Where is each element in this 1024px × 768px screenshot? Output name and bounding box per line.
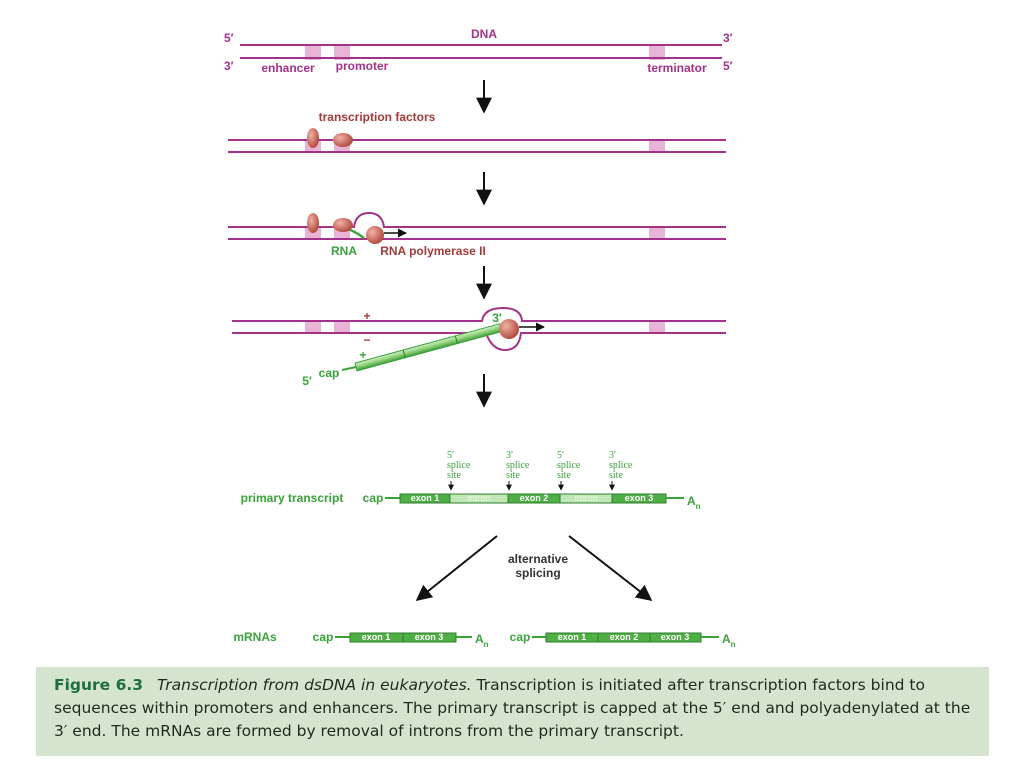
primary-transcript-label: primary transcript bbox=[241, 491, 344, 505]
poly-a-letter: A bbox=[722, 632, 731, 646]
splice-site-2: 3′ splice site bbox=[506, 450, 530, 491]
stage-3-rna-polymerase: RNA RNA polymerase II bbox=[228, 211, 726, 258]
nascent-rna bbox=[347, 227, 365, 240]
enhancer-region bbox=[305, 44, 321, 60]
cap-connector bbox=[341, 366, 357, 371]
five-prime-rna-label: 5′ bbox=[302, 374, 312, 388]
figure-caption: Figure 6.3 Transcription from dsDNA in eu… bbox=[36, 667, 989, 756]
enhancer-region bbox=[305, 320, 321, 334]
transcript-division bbox=[402, 349, 406, 358]
splice-site-4: 3′ splice site bbox=[609, 450, 633, 491]
poly-a-label: An bbox=[722, 632, 736, 649]
alternative-splicing-line-2: splicing bbox=[515, 566, 560, 580]
figure-title: Transcription from dsDNA in eukaryotes. bbox=[157, 676, 472, 694]
three-prime-rna-label: 3′ bbox=[492, 311, 502, 325]
transcription-factor-promoter bbox=[333, 218, 353, 232]
intron-1-label: intron bbox=[468, 493, 491, 503]
cap-label: cap bbox=[363, 491, 384, 505]
terminator-region bbox=[649, 320, 665, 334]
stage-2-transcription-factors: transcription factors bbox=[228, 110, 726, 153]
exon-2-label: exon 2 bbox=[520, 493, 549, 503]
exon-1-label: exon 1 bbox=[411, 493, 440, 503]
transcription-factor-promoter bbox=[333, 133, 353, 147]
poly-a-letter: A bbox=[475, 632, 484, 646]
transcription-factors-label: transcription factors bbox=[319, 110, 436, 124]
poly-a-label: An bbox=[475, 632, 489, 649]
splice-site-word: site bbox=[609, 470, 623, 481]
stage-4-elongation: + − + cap 5′ 3′ bbox=[232, 306, 726, 388]
stage-1-dna: DNA 5′ 3′ 3′ 5′ enhancer promoter termin… bbox=[224, 27, 733, 75]
nascent-transcript bbox=[354, 323, 503, 372]
cap-label: cap bbox=[510, 630, 531, 644]
exon-1-label: exon 1 bbox=[558, 632, 587, 642]
three-prime-bottom-left: 3′ bbox=[224, 59, 234, 73]
splice-arrow-left bbox=[415, 535, 498, 601]
splice-arrow-right bbox=[568, 535, 653, 601]
rna-plus-label: + bbox=[359, 348, 366, 362]
exon-3-label: exon 3 bbox=[625, 493, 654, 503]
exon-3-label: exon 3 bbox=[661, 632, 690, 642]
splice-site-word: site bbox=[506, 470, 520, 481]
splice-site-word: splice bbox=[609, 460, 633, 471]
splice-site-end: 3′ bbox=[609, 450, 616, 461]
three-prime-top-right: 3′ bbox=[723, 31, 733, 45]
rna-polymerase-ii bbox=[366, 226, 384, 244]
plus-strand-label: + bbox=[363, 309, 370, 323]
mrnas: mRNAs cap exon 1 exon 3 An cap exon 1 ex… bbox=[233, 630, 735, 649]
splice-site-word: splice bbox=[506, 460, 530, 471]
splice-site-end: 3′ bbox=[506, 450, 513, 461]
dna-strand-top bbox=[228, 211, 726, 228]
mrna-1: cap exon 1 exon 3 An bbox=[313, 630, 489, 649]
splice-site-1: 5′ splice site bbox=[447, 450, 471, 491]
poly-a-subscript: n bbox=[696, 502, 701, 511]
splice-site-word: site bbox=[447, 470, 461, 481]
exon-2-label: exon 2 bbox=[610, 632, 639, 642]
cap-label: cap bbox=[313, 630, 334, 644]
minus-strand-label: − bbox=[363, 333, 370, 347]
terminator-label: terminator bbox=[647, 61, 707, 75]
promoter-region bbox=[334, 44, 350, 60]
caption-text: Transcription is initiated after transcr… bbox=[54, 676, 971, 740]
transcription-factor-enhancer bbox=[307, 213, 319, 233]
five-prime-top-left: 5′ bbox=[224, 31, 234, 45]
dna-strand-top bbox=[232, 306, 726, 322]
poly-a-letter: A bbox=[687, 494, 696, 508]
transcript-tube bbox=[354, 323, 503, 372]
exon-1-label: exon 1 bbox=[362, 632, 391, 642]
dna-strand-bottom bbox=[232, 332, 726, 352]
figure-number: Figure 6.3 bbox=[54, 676, 144, 694]
terminator-region bbox=[649, 44, 665, 60]
poly-a-subscript: n bbox=[484, 640, 489, 649]
intron-2-label: intron bbox=[575, 493, 598, 503]
cap-label: cap bbox=[319, 366, 340, 380]
alternative-splicing-line-1: alternative bbox=[508, 552, 568, 566]
splice-site-3: 5′ splice site bbox=[557, 450, 581, 491]
splice-site-word: splice bbox=[557, 460, 581, 471]
stage-5-primary-transcript: 5′ splice site 3′ splice site 5′ splice … bbox=[241, 450, 701, 511]
terminator-region bbox=[649, 139, 665, 153]
splice-site-end: 5′ bbox=[557, 450, 564, 461]
enhancer-label: enhancer bbox=[261, 61, 315, 75]
splice-site-word: site bbox=[557, 470, 571, 481]
mrnas-label: mRNAs bbox=[233, 630, 277, 644]
splice-site-end: 5′ bbox=[447, 450, 454, 461]
rna-polymerase-label: RNA polymerase II bbox=[380, 244, 486, 258]
rna-label: RNA bbox=[331, 244, 357, 258]
transcript-division bbox=[454, 335, 458, 344]
promoter-region bbox=[334, 320, 350, 334]
poly-a-label: An bbox=[687, 494, 701, 511]
rna-polymerase-ii bbox=[499, 319, 519, 339]
terminator-region bbox=[649, 226, 665, 240]
dna-label: DNA bbox=[471, 27, 497, 41]
exon-3-label: exon 3 bbox=[415, 632, 444, 642]
transcription-factor-enhancer bbox=[307, 128, 319, 148]
mrna-2: cap exon 1 exon 2 exon 3 An bbox=[510, 630, 736, 649]
splice-site-word: splice bbox=[447, 460, 471, 471]
alternative-splicing: alternative splicing bbox=[415, 535, 653, 601]
transcription-diagram: DNA 5′ 3′ 3′ 5′ enhancer promoter termin… bbox=[224, 27, 736, 649]
poly-a-subscript: n bbox=[731, 640, 736, 649]
promoter-label: promoter bbox=[336, 59, 389, 73]
five-prime-bottom-right: 5′ bbox=[723, 59, 733, 73]
